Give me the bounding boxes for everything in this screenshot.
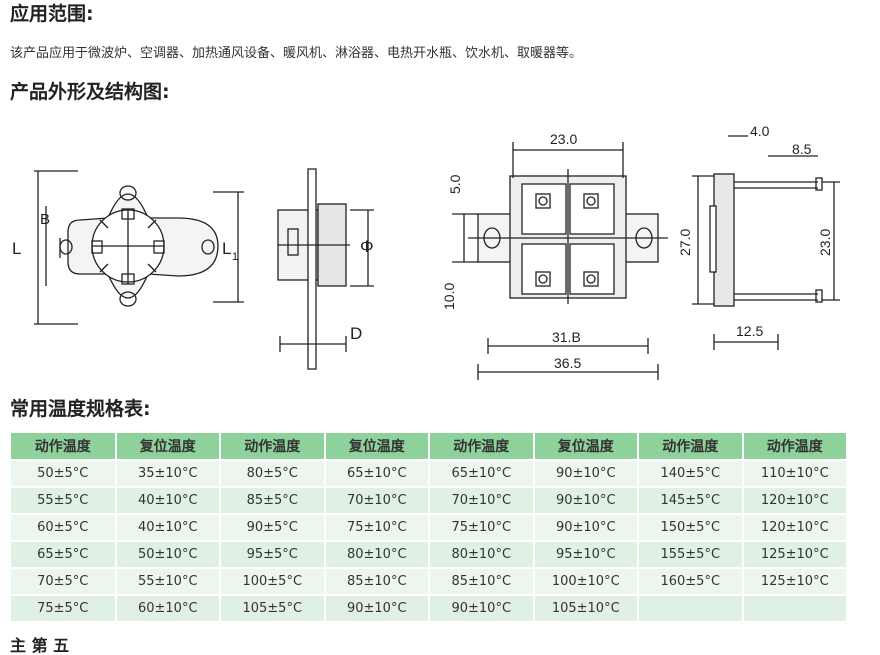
header-cell: 动作温度	[11, 433, 117, 460]
table-cell: 75±10°C	[429, 513, 535, 541]
table-cell: 105±5°C	[220, 594, 326, 621]
table-cell	[638, 594, 744, 621]
dim-label-L1: L	[222, 239, 231, 258]
table-cell: 80±10°C	[324, 540, 430, 568]
header-cell: 复位温度	[533, 433, 639, 460]
dim-27-0: 27.0	[677, 229, 693, 256]
table-cell: 50±10°C	[115, 540, 221, 568]
table-cell: 90±10°C	[324, 594, 430, 621]
header-cell: 动作温度	[638, 433, 744, 460]
front-view-right	[452, 142, 668, 380]
table-row: 75±5°C 60±10°C 105±5°C 90±10°C 90±10°C 1…	[11, 594, 848, 621]
dim-31-8: 31.B	[552, 329, 581, 345]
table-cell: 60±10°C	[115, 594, 221, 621]
table-cell: 80±5°C	[220, 459, 326, 487]
table-cell: 40±10°C	[115, 486, 221, 514]
table-header-row: 动作温度 复位温度 动作温度 复位温度 动作温度 复位温度 动作温度 动作温度	[11, 433, 848, 460]
table-cell: 70±10°C	[429, 486, 535, 514]
table-cell: 105±10°C	[533, 594, 639, 621]
temperature-spec-table: 动作温度 复位温度 动作温度 复位温度 动作温度 复位温度 动作温度 动作温度 …	[11, 433, 848, 621]
application-text: 该产品应用于微波炉、空调器、加热通风设备、暖风机、淋浴器、电热开水瓶、饮水机、取…	[10, 46, 583, 61]
table-cell: 75±10°C	[324, 513, 430, 541]
dim-10-0: 10.0	[441, 283, 457, 310]
table-cell: 70±10°C	[324, 486, 430, 514]
dim-12-5: 12.5	[736, 323, 763, 339]
table-title: 常用温度规格表:	[10, 398, 151, 420]
next-section-title: 主 第 五	[10, 636, 70, 655]
table-cell: 55±10°C	[115, 567, 221, 595]
table-cell: 155±5°C	[638, 540, 744, 568]
dim-36-5: 36.5	[554, 355, 581, 371]
table-cell: 95±5°C	[220, 540, 326, 568]
dim-8-5: 8.5	[792, 141, 812, 157]
side-view-right	[692, 135, 840, 350]
table-cell: 95±10°C	[533, 540, 639, 568]
table-cell: 160±5°C	[638, 567, 744, 595]
table-cell: 75±5°C	[11, 594, 117, 621]
table-row: 60±5°C 40±10°C 90±5°C 75±10°C 75±10°C 90…	[11, 513, 848, 541]
table-cell: 85±10°C	[324, 567, 430, 595]
table-cell: 85±5°C	[220, 486, 326, 514]
dim-label-L1-sub: 1	[232, 251, 238, 263]
table-cell: 125±10°C	[742, 540, 848, 568]
dim-label-D: D	[350, 324, 362, 343]
table-cell: 65±5°C	[11, 540, 117, 568]
table-cell: 100±5°C	[220, 567, 326, 595]
table-cell: 120±10°C	[742, 513, 848, 541]
table-cell: 120±10°C	[742, 486, 848, 514]
dim-label-L: L	[12, 239, 21, 258]
dim-5-0: 5.0	[447, 174, 463, 194]
table-cell: 35±10°C	[115, 459, 221, 487]
table-cell: 70±5°C	[11, 567, 117, 595]
table-cell	[742, 594, 848, 621]
dim-23-0: 23.0	[550, 131, 577, 147]
front-view-left	[34, 170, 244, 325]
table-cell: 110±10°C	[742, 459, 848, 487]
table-cell: 90±10°C	[429, 594, 535, 621]
table-cell: 145±5°C	[638, 486, 744, 514]
table-row: 65±5°C 50±10°C 95±5°C 80±10°C 80±10°C 95…	[11, 540, 848, 568]
table-cell: 90±5°C	[220, 513, 326, 541]
table-cell: 140±5°C	[638, 459, 744, 487]
header-cell: 复位温度	[115, 433, 221, 460]
table-cell: 65±10°C	[324, 459, 430, 487]
header-cell: 动作温度	[220, 433, 326, 460]
table-cell: 125±10°C	[742, 567, 848, 595]
table-cell: 90±10°C	[533, 459, 639, 487]
side-view-left	[277, 168, 374, 370]
application-title: 应用范围:	[10, 3, 94, 25]
dim-label-phi: Φ	[360, 237, 374, 256]
dim-23-0-vertical: 23.0	[817, 229, 833, 256]
table-cell: 90±10°C	[533, 513, 639, 541]
dim-4-0: 4.0	[750, 123, 770, 139]
header-cell: 动作温度	[429, 433, 535, 460]
header-cell: 动作温度	[742, 433, 848, 460]
structure-figure: L B L 1 Φ D 23.0 5.0 10.0 31.B 36.5 4.0 …	[8, 114, 848, 384]
table-cell: 40±10°C	[115, 513, 221, 541]
table-cell: 80±10°C	[429, 540, 535, 568]
table-cell: 65±10°C	[429, 459, 535, 487]
table-cell: 100±10°C	[533, 567, 639, 595]
table-cell: 55±5°C	[11, 486, 117, 514]
table-cell: 50±5°C	[11, 459, 117, 487]
header-cell: 复位温度	[324, 433, 430, 460]
table-cell: 60±5°C	[11, 513, 117, 541]
table-row: 70±5°C 55±10°C 100±5°C 85±10°C 85±10°C 1…	[11, 567, 848, 595]
table-cell: 85±10°C	[429, 567, 535, 595]
structure-drawing: L B L 1 Φ D 23.0 5.0 10.0 31.B 36.5 4.0 …	[12, 123, 840, 380]
figure-title: 产品外形及结构图:	[10, 81, 170, 103]
dim-label-B: B	[40, 211, 50, 228]
table-row: 50±5°C 35±10°C 80±5°C 65±10°C 65±10°C 90…	[11, 459, 848, 487]
table-cell: 90±10°C	[533, 486, 639, 514]
table-row: 55±5°C 40±10°C 85±5°C 70±10°C 70±10°C 90…	[11, 486, 848, 514]
table-cell: 150±5°C	[638, 513, 744, 541]
